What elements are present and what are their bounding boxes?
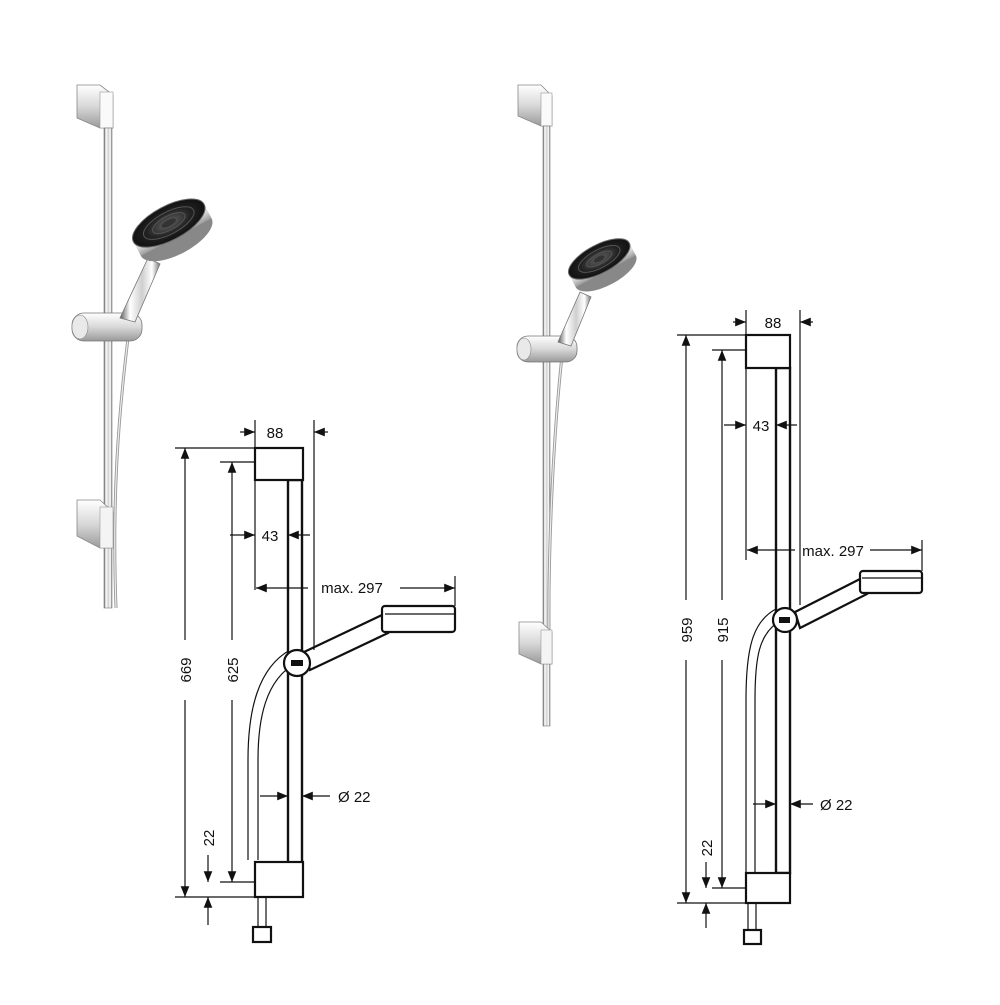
dimension-drawing-right: 88 43 max. 297 959 915 Ø 22 22 <box>677 310 924 946</box>
product-photo-right <box>516 84 637 727</box>
rail-offset-label: 43 <box>262 528 279 545</box>
bottom-offset-label: 22 <box>201 830 218 847</box>
top-width-label: 88 <box>267 425 284 442</box>
rail-offset-label: 43 <box>753 418 770 435</box>
max-reach-label: max. 297 <box>321 580 383 597</box>
hole-spacing-label: 915 <box>715 617 732 642</box>
top-width-label: 88 <box>765 315 782 332</box>
hole-spacing-label: 625 <box>225 657 242 682</box>
rail-diameter-label: Ø 22 <box>820 797 853 814</box>
overall-height-label: 959 <box>679 617 696 642</box>
dimension-drawing-left: 88 43 max. 297 669 625 Ø 22 22 <box>175 420 457 944</box>
max-reach-label: max. 297 <box>802 543 864 560</box>
product-photo-left <box>71 84 213 609</box>
rail-diameter-label: Ø 22 <box>338 789 371 806</box>
bottom-offset-label: 22 <box>699 840 716 857</box>
overall-height-label: 669 <box>178 657 195 682</box>
